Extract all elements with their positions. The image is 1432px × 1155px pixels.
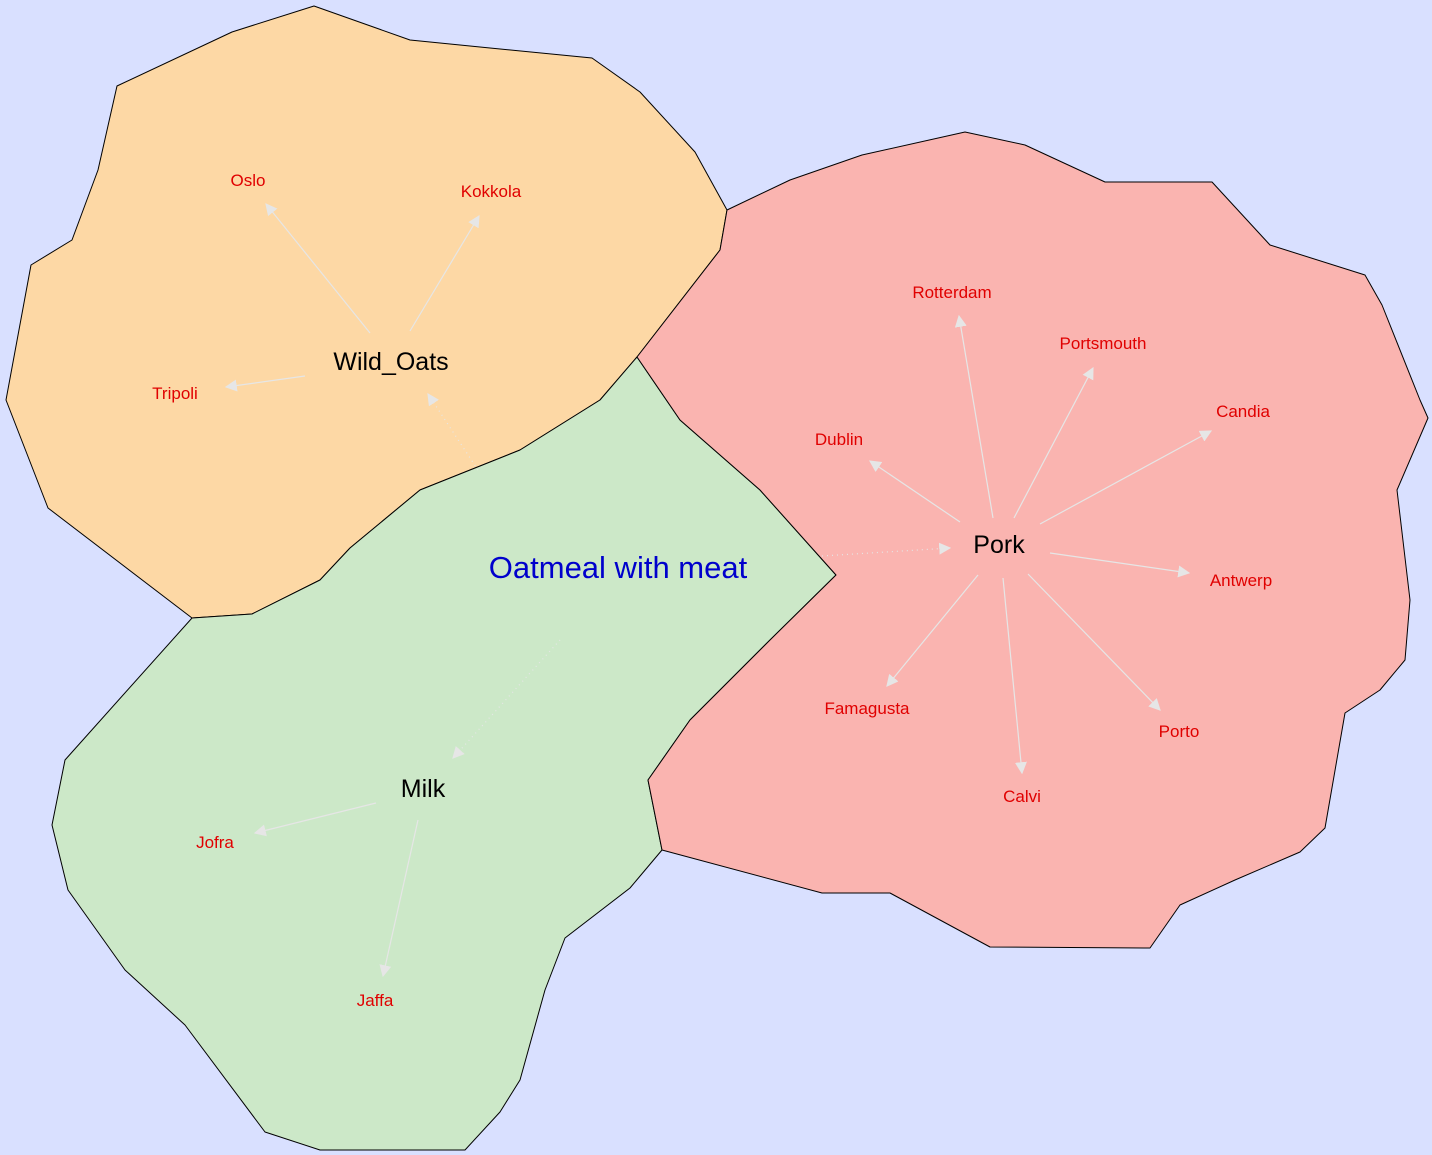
leaf-label-porto: Porto: [1159, 722, 1200, 741]
edge-pork-calvi: [1002, 577, 1027, 775]
edge-root-wild-oats: [427, 392, 479, 471]
leaf-label-jofra: Jofra: [196, 833, 234, 852]
leaf-label-tripoli: Tripoli: [152, 384, 198, 403]
edge-wild-oats-kokkola: [409, 214, 480, 332]
leaf-label-oslo: Oslo: [231, 171, 266, 190]
leaf-label-calvi: Calvi: [1003, 787, 1041, 806]
hub-label-milk: Milk: [401, 775, 446, 803]
diagram-title: Oatmeal with meat: [489, 550, 748, 585]
leaf-label-portsmouth: Portsmouth: [1060, 334, 1147, 353]
leaf-label-candia: Candia: [1216, 402, 1270, 421]
edge-wild-oats-oslo: [265, 203, 371, 334]
edge-milk-jaffa: [379, 819, 419, 978]
edge-milk-jofra: [253, 802, 377, 837]
edge-pork-portsmouth: [1013, 366, 1094, 519]
edge-pork-dublin: [869, 460, 961, 523]
leaf-label-rotterdam: Rotterdam: [912, 283, 991, 302]
edge-pork-rotterdam: [954, 314, 994, 519]
leaf-label-kokkola: Kokkola: [461, 182, 522, 201]
edge-pork-candia: [1039, 430, 1213, 525]
leaf-label-dublin: Dublin: [815, 430, 863, 449]
edge-pork-porto: [1027, 573, 1161, 711]
pork-region: [636, 131, 1429, 949]
leaf-label-antwerp: Antwerp: [1210, 571, 1272, 590]
leaf-label-famagusta: Famagusta: [824, 699, 910, 718]
leaf-label-jaffa: Jaffa: [357, 991, 394, 1010]
hub-label-pork: Pork: [973, 531, 1025, 559]
edge-pork-antwerp: [1049, 552, 1191, 578]
hub-label-wild-oats: Wild_Oats: [333, 348, 448, 376]
edge-pork-famagusta: [886, 574, 979, 687]
edge-wild-oats-tripoli: [224, 375, 306, 392]
